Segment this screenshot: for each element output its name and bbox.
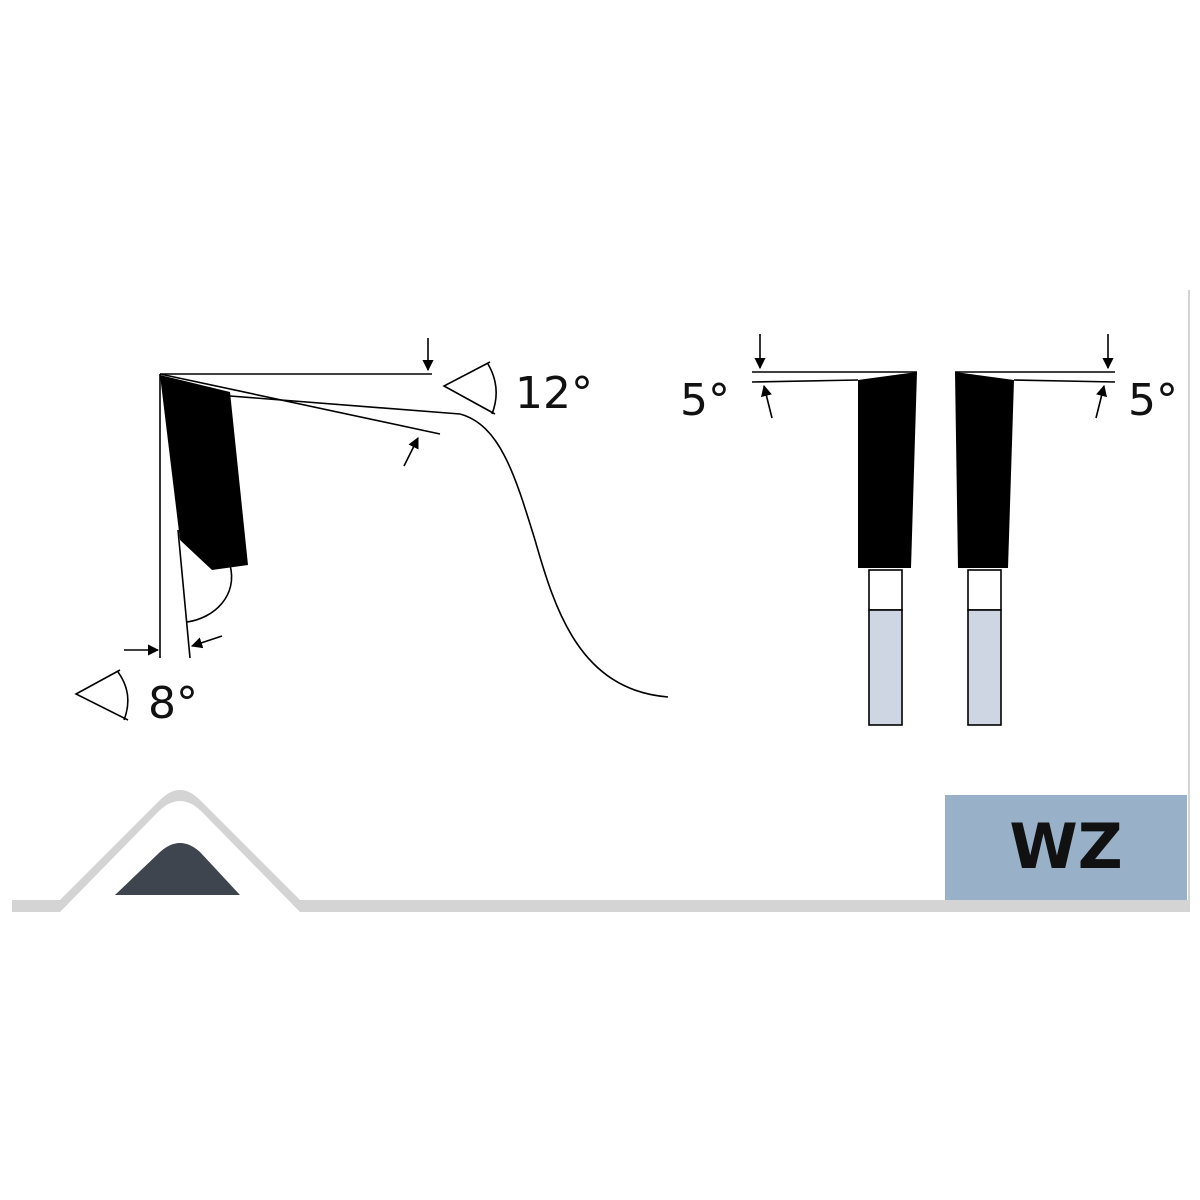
side-bevel-dimensions [751, 334, 1116, 419]
carbide-tip [160, 375, 248, 570]
tooth-side-view [74, 338, 669, 721]
tooth-code-label: WZ [1009, 810, 1122, 883]
corner-triangle-icon [115, 843, 240, 895]
clearance-angle-label: 12° [515, 368, 593, 419]
side-angle-left-label: 5° [680, 375, 730, 426]
tooth-code-badge: WZ [945, 795, 1187, 900]
rake-angle-label: 8° [148, 678, 198, 729]
side-angle-right-label: 5° [1128, 375, 1178, 426]
tooth-front-view-left [858, 372, 917, 726]
tooth-front-view-right [955, 372, 1014, 726]
